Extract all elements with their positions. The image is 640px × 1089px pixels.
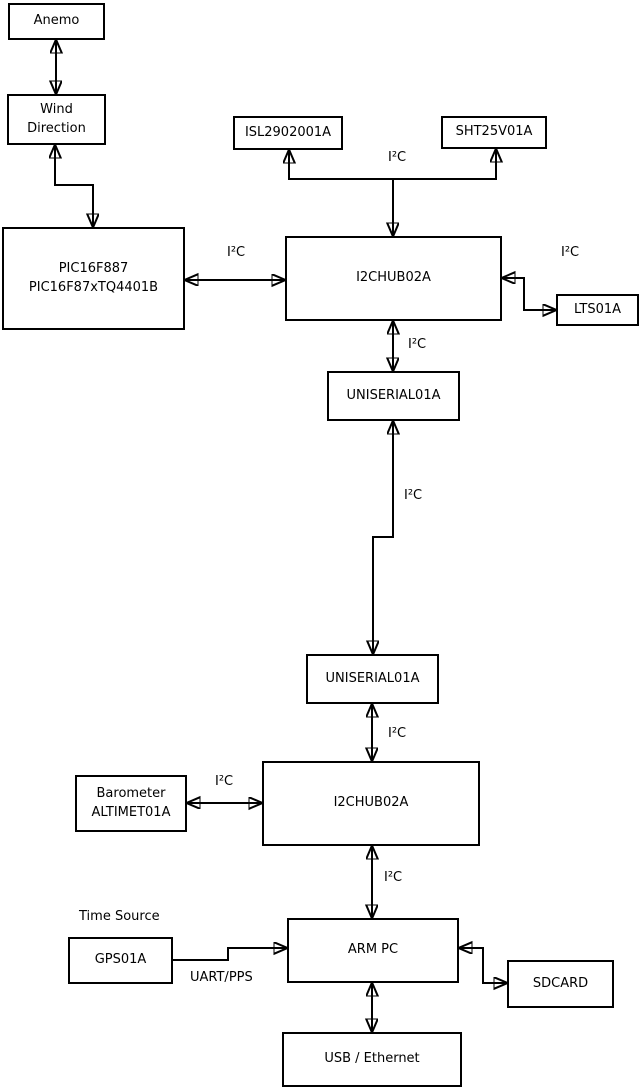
- node-sdcard: SDCARD: [507, 960, 614, 1008]
- label-time-source: Time Source: [79, 909, 160, 924]
- label-i2c-uniserial-hub2: I²C: [388, 726, 407, 741]
- label-i2c-pic-hub: I²C: [227, 245, 246, 260]
- node-i2chub02a-top: I2CHUB02A: [285, 236, 502, 321]
- label-i2c-hub-uniserial: I²C: [408, 337, 427, 352]
- node-gps01a: GPS01A: [68, 937, 173, 984]
- label-uart-pps: UART/PPS: [190, 970, 253, 985]
- node-usb-ethernet: USB / Ethernet: [282, 1032, 462, 1087]
- label-i2c-sensor-bus: I²C: [388, 150, 407, 165]
- node-anemo: Anemo: [8, 3, 105, 40]
- edge-gps-armpc: [173, 948, 287, 961]
- edge-winddirection-pic: [55, 145, 93, 227]
- edge-armpc-sdcard: [459, 948, 507, 983]
- label-i2c-long-link: I²C: [404, 488, 423, 503]
- label-i2c-lts: I²C: [561, 245, 580, 260]
- label-i2c-hub2-armpc: I²C: [384, 870, 403, 885]
- edge-uniserial1-uniserial2: [373, 421, 393, 654]
- label-i2c-barometer: I²C: [215, 774, 234, 789]
- node-barometer-altimet01a: Barometer ALTIMET01A: [75, 775, 187, 832]
- node-wind-direction: Wind Direction: [7, 94, 106, 145]
- node-uniserial01a-bottom: UNISERIAL01A: [306, 654, 439, 704]
- node-arm-pc: ARM PC: [287, 918, 459, 983]
- node-sht25v01a: SHT25V01A: [441, 116, 547, 149]
- node-uniserial01a-top: UNISERIAL01A: [327, 371, 460, 421]
- node-i2chub02a-bottom: I2CHUB02A: [262, 761, 480, 846]
- node-isl2902001a: ISL2902001A: [233, 116, 343, 150]
- edge-hub1-lts: [502, 278, 556, 310]
- node-pic16f887: PIC16F887 PIC16F87xTQ4401B: [2, 227, 185, 330]
- node-lts01a: LTS01A: [556, 294, 639, 326]
